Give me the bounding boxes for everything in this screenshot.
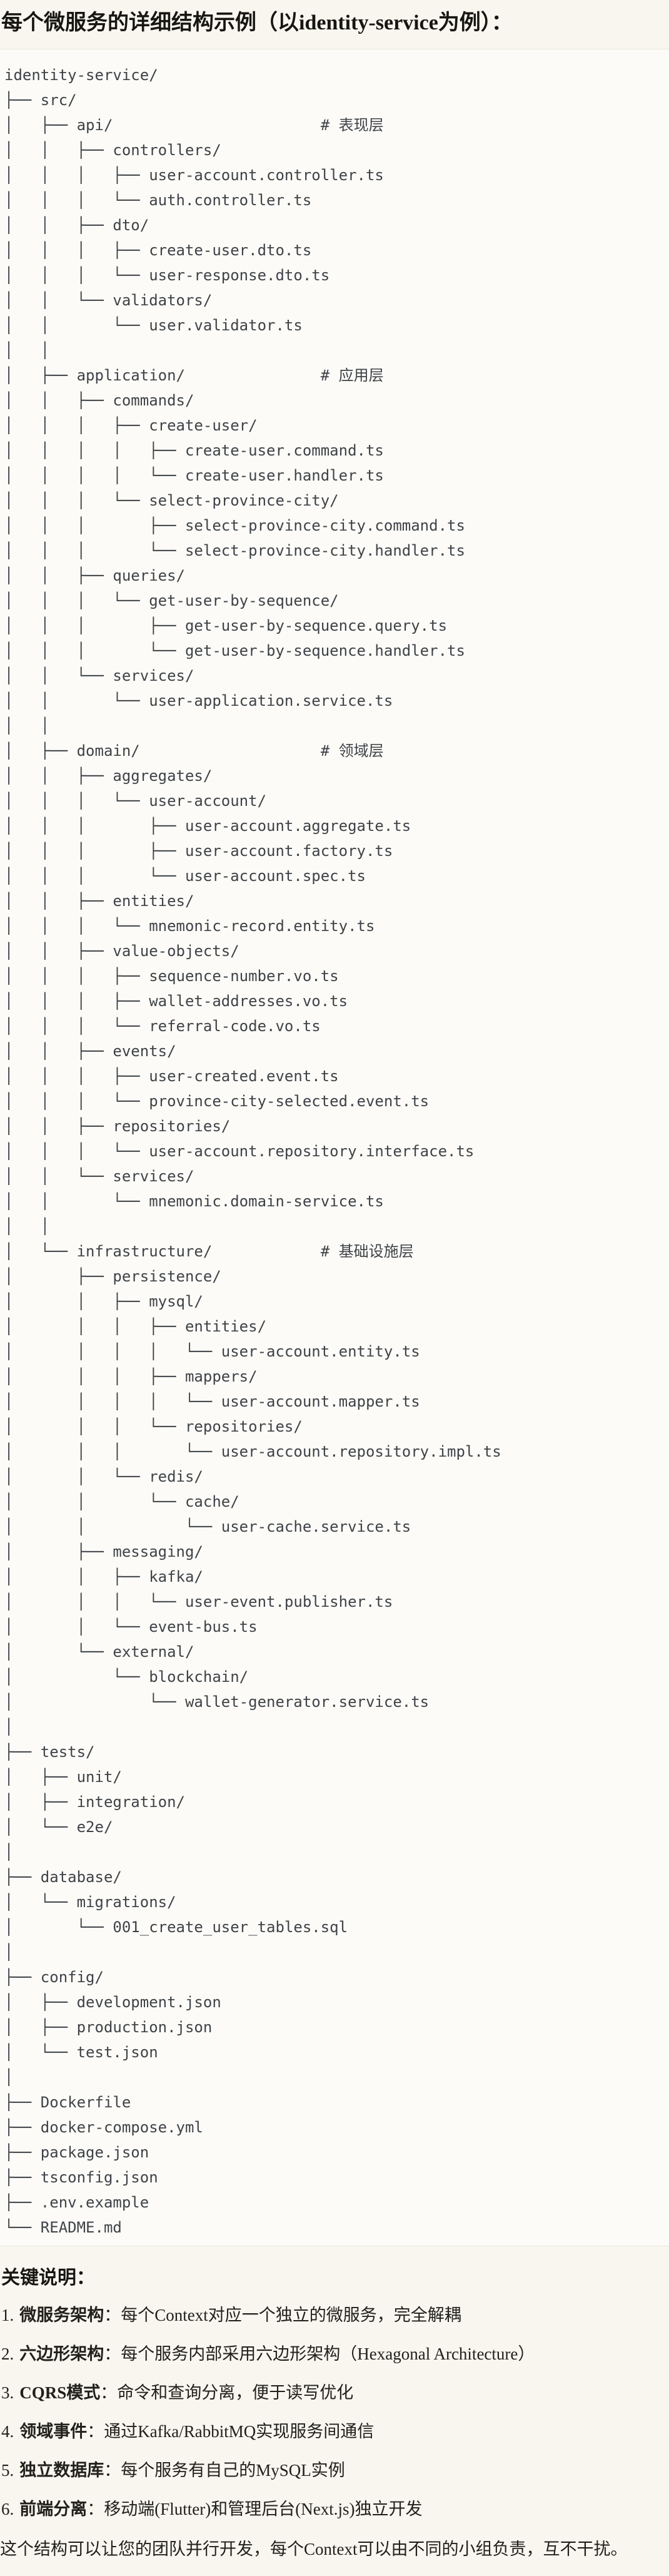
item-number: 4. [1, 2421, 14, 2441]
notes-list: 1.微服务架构：每个Context对应一个独立的微服务，完全解耦 2.六边形架构… [0, 2303, 669, 2521]
document-content: 每个微服务的详细结构示例（以identity-service为例）： ident… [0, 10, 669, 2575]
list-item-domain-events: 4.领域事件：通过Kafka/RabbitMQ实现服务间通信 [1, 2420, 669, 2443]
item-number: 3. [1, 2383, 14, 2402]
list-item-independent-database: 5.独立数据库：每个服务有自己的MySQL实例 [1, 2458, 669, 2482]
item-text: 每个Context对应一个独立的微服务，完全解耦 [121, 2305, 461, 2324]
item-colon: ： [104, 2344, 121, 2363]
item-label: 六边形架构 [19, 2344, 104, 2363]
list-item-frontend-separation: 6. 前端分离：移动端(Flutter)和管理后台(Next.js)独立开发 [1, 2497, 669, 2521]
item-text: 移动端(Flutter)和管理后台(Next.js)独立开发 [104, 2499, 423, 2518]
item-colon: ： [100, 2383, 118, 2402]
item-label: 领域事件 [19, 2421, 88, 2441]
directory-tree: identity-service/ ├── src/ │ ├── api/ # … [4, 66, 501, 2236]
item-colon: ： [87, 2421, 104, 2441]
item-number: 1. [1, 2305, 14, 2324]
item-text: 每个服务内部采用六边形架构（Hexagonal Architecture） [121, 2344, 535, 2363]
list-item-cqrs-pattern: 3. CQRS模式：命令和查询分离，便于读写优化 [1, 2381, 669, 2405]
item-text: 通过Kafka/RabbitMQ实现服务间通信 [104, 2421, 375, 2441]
item-number: 5. [1, 2460, 14, 2480]
notes-heading: 关键说明： [1, 2267, 95, 2288]
list-item-hexagonal-architecture: 2. 六边形架构：每个服务内部采用六边形架构（Hexagonal Architec… [1, 2342, 669, 2366]
item-number: 6. [1, 2499, 14, 2518]
closing-paragraph: 这个结构可以让您的团队并行开发，每个Context可以由不同的小组负责，互不干扰… [0, 2539, 628, 2558]
page-title: 每个微服务的详细结构示例（以identity-service为例）： [1, 11, 513, 34]
item-colon: ： [87, 2499, 104, 2518]
item-label: 前端分离 [19, 2499, 88, 2518]
item-colon: ： [104, 2460, 121, 2480]
item-colon: ： [104, 2305, 121, 2324]
item-text: 命令和查询分离，便于读写优化 [117, 2383, 354, 2402]
list-item-microservice-architecture: 1. 微服务架构：每个Context对应一个独立的微服务，完全解耦 [1, 2303, 669, 2327]
directory-tree-code-block: identity-service/ ├── src/ │ ├── api/ # … [0, 48, 669, 2246]
item-label: 微服务架构 [19, 2305, 104, 2324]
item-label: 独立数据库 [19, 2460, 104, 2480]
item-text: 每个服务有自己的MySQL实例 [121, 2460, 345, 2480]
item-number: 2. [1, 2344, 14, 2363]
item-label: CQRS模式 [19, 2383, 101, 2402]
